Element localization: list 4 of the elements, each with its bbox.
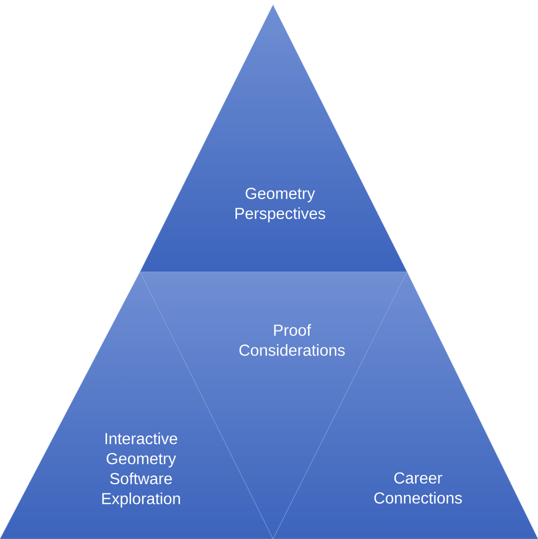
segment-label: Interactive Geometry Software Exploration: [102, 432, 180, 508]
segment-label: Career Connections: [374, 472, 462, 504]
segment-label: Proof Considerations: [239, 324, 345, 356]
segment-label: Geometry Perspectives: [236, 188, 326, 222]
